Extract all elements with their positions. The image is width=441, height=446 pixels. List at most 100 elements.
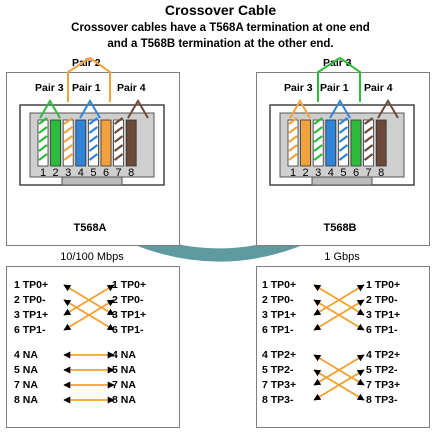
wiring-right-label: 6 TP1- xyxy=(366,324,398,336)
t568a-pin-number: 4 xyxy=(78,167,84,179)
crossover-arrow xyxy=(313,299,365,331)
t568a-wire-stripe xyxy=(88,135,99,143)
t568a-pin-number: 7 xyxy=(116,167,122,179)
crossover-arrow xyxy=(313,369,365,401)
t568b-pin-number: 1 xyxy=(290,167,296,179)
t568b-wire-stripe xyxy=(288,135,298,143)
wiring-left-label: 5 NA xyxy=(14,364,38,376)
wiring-left-label: 3 TP1+ xyxy=(14,309,49,321)
wiring-right-label: 8 TP3- xyxy=(366,394,398,406)
crossover-arrow xyxy=(63,299,115,331)
t568b-pin-number: 6 xyxy=(353,167,359,179)
t568b-wire-stripe xyxy=(288,153,298,161)
t568b-wire-4 xyxy=(325,119,337,167)
t568a-pair-top-arch xyxy=(67,56,111,102)
t568b-wire-stripe xyxy=(338,135,349,143)
wiring-left-label: 8 TP3- xyxy=(262,394,294,406)
t568a-wire-stripe xyxy=(113,126,124,134)
t568a-pair-mid: Pair 1 xyxy=(72,82,101,94)
t568b-wire-stripe xyxy=(363,153,374,161)
page-title: Crossover Cable xyxy=(164,2,277,18)
wiring-right-label: 4 TP2+ xyxy=(366,349,401,361)
t568a-wire-stripe xyxy=(88,153,99,161)
wiring-right-label: 5 NA xyxy=(112,364,136,376)
wiring-right-label: 7 NA xyxy=(112,379,136,391)
t568a-wire-stripe xyxy=(113,135,124,143)
t568b-pair-mid: Pair 1 xyxy=(320,82,349,94)
wiring-right-label: 4 NA xyxy=(112,349,136,361)
t568a-wire-8 xyxy=(125,119,137,167)
t568b-wire-stripe xyxy=(288,144,298,152)
t568b-wire-stripe xyxy=(338,117,349,125)
t568a-pair-left-arch xyxy=(39,99,61,119)
t568b-wire-stripe xyxy=(313,153,323,161)
wiring-right-label: 7 TP3+ xyxy=(366,379,401,391)
t568a-wire-stripe xyxy=(63,117,73,125)
t568b-pin-number: 3 xyxy=(315,167,321,179)
t568b-pair-left-arch xyxy=(289,99,311,119)
t568a-wire-stripe xyxy=(38,144,48,152)
t568b-pin-number: 8 xyxy=(378,167,384,179)
t568a-wire-stripe xyxy=(38,135,48,143)
t568b-wire-stripe xyxy=(363,135,374,143)
t568b-pair-right-arch xyxy=(377,99,399,119)
t568b-wire-stripe xyxy=(338,126,349,134)
speed-label-1g: 1 Gbps xyxy=(324,251,360,263)
t568a-wire-stripe xyxy=(38,117,48,125)
wiring-left-label: 4 TP2+ xyxy=(262,349,297,361)
t568b-pin-number: 5 xyxy=(340,167,346,179)
t568a-connector-latch xyxy=(61,176,123,186)
t568a-wire-stripe xyxy=(63,144,73,152)
t568b-wire-stripe xyxy=(363,144,374,152)
t568b-wire-stripe xyxy=(363,126,374,134)
wiring-right-label: 5 TP2- xyxy=(366,364,398,376)
wiring-left-label: 8 NA xyxy=(14,394,38,406)
t568a-wire-4 xyxy=(75,119,87,167)
wiring-left-label: 2 TP0- xyxy=(14,294,46,306)
t568b-pair-right: Pair 4 xyxy=(364,82,393,94)
t568a-pin-number: 8 xyxy=(128,167,134,179)
t568a-wire-stripe xyxy=(113,153,124,161)
t568a-wire-2 xyxy=(50,119,61,167)
t568b-wire-stripe xyxy=(363,117,374,125)
t568a-wire-stripe xyxy=(63,126,73,134)
wiring-left-label: 1 TP0+ xyxy=(262,279,297,291)
t568a-pair-right-arch xyxy=(127,99,149,119)
wiring-left-label: 7 NA xyxy=(14,379,38,391)
t568b-wire-stripe xyxy=(338,144,349,152)
wiring-left-label: 1 TP0+ xyxy=(14,279,49,291)
t568b-pin-number: 2 xyxy=(303,167,309,179)
t568b-wire-stripe xyxy=(313,144,323,152)
t568a-pin-number: 1 xyxy=(40,167,46,179)
t568b-pair-mid-arch xyxy=(329,99,351,119)
wiring-left-label: 2 TP0- xyxy=(262,294,294,306)
subtitle-line-2: and a T568B termination at the other end… xyxy=(107,38,334,50)
speed-label-100: 10/100 Mbps xyxy=(60,251,124,263)
t568a-pin-number: 3 xyxy=(65,167,71,179)
t568a-wire-stripe xyxy=(88,144,99,152)
t568a-wire-stripe xyxy=(113,117,124,125)
t568b-wire-stripe xyxy=(313,135,323,143)
t568a-wire-stripe xyxy=(88,117,99,125)
t568b-pin-number: 4 xyxy=(328,167,334,179)
t568a-pair-right: Pair 4 xyxy=(117,82,146,94)
wiring-right-label: 2 TP0- xyxy=(112,294,144,306)
t568b-connector-latch xyxy=(311,176,373,186)
t568a-wire-stripe xyxy=(38,153,48,161)
t568a-wire-stripe xyxy=(38,126,48,134)
wiring-right-label: 3 TP1+ xyxy=(366,309,401,321)
subtitle: Crossover cables have a T568A terminatio… xyxy=(0,20,441,52)
t568a-pin-number: 2 xyxy=(53,167,59,179)
t568a-pin-number: 6 xyxy=(103,167,109,179)
wiring-left-label: 4 NA xyxy=(14,349,38,361)
t568b-pair-left: Pair 3 xyxy=(284,82,313,94)
t568a-caption: T568A xyxy=(73,222,107,234)
t568b-pair-top-arch xyxy=(317,56,361,102)
t568b-caption: T568B xyxy=(323,222,357,234)
t568b-wire-stripe xyxy=(288,126,298,134)
wiring-right-label: 3 TP1+ xyxy=(112,309,147,321)
